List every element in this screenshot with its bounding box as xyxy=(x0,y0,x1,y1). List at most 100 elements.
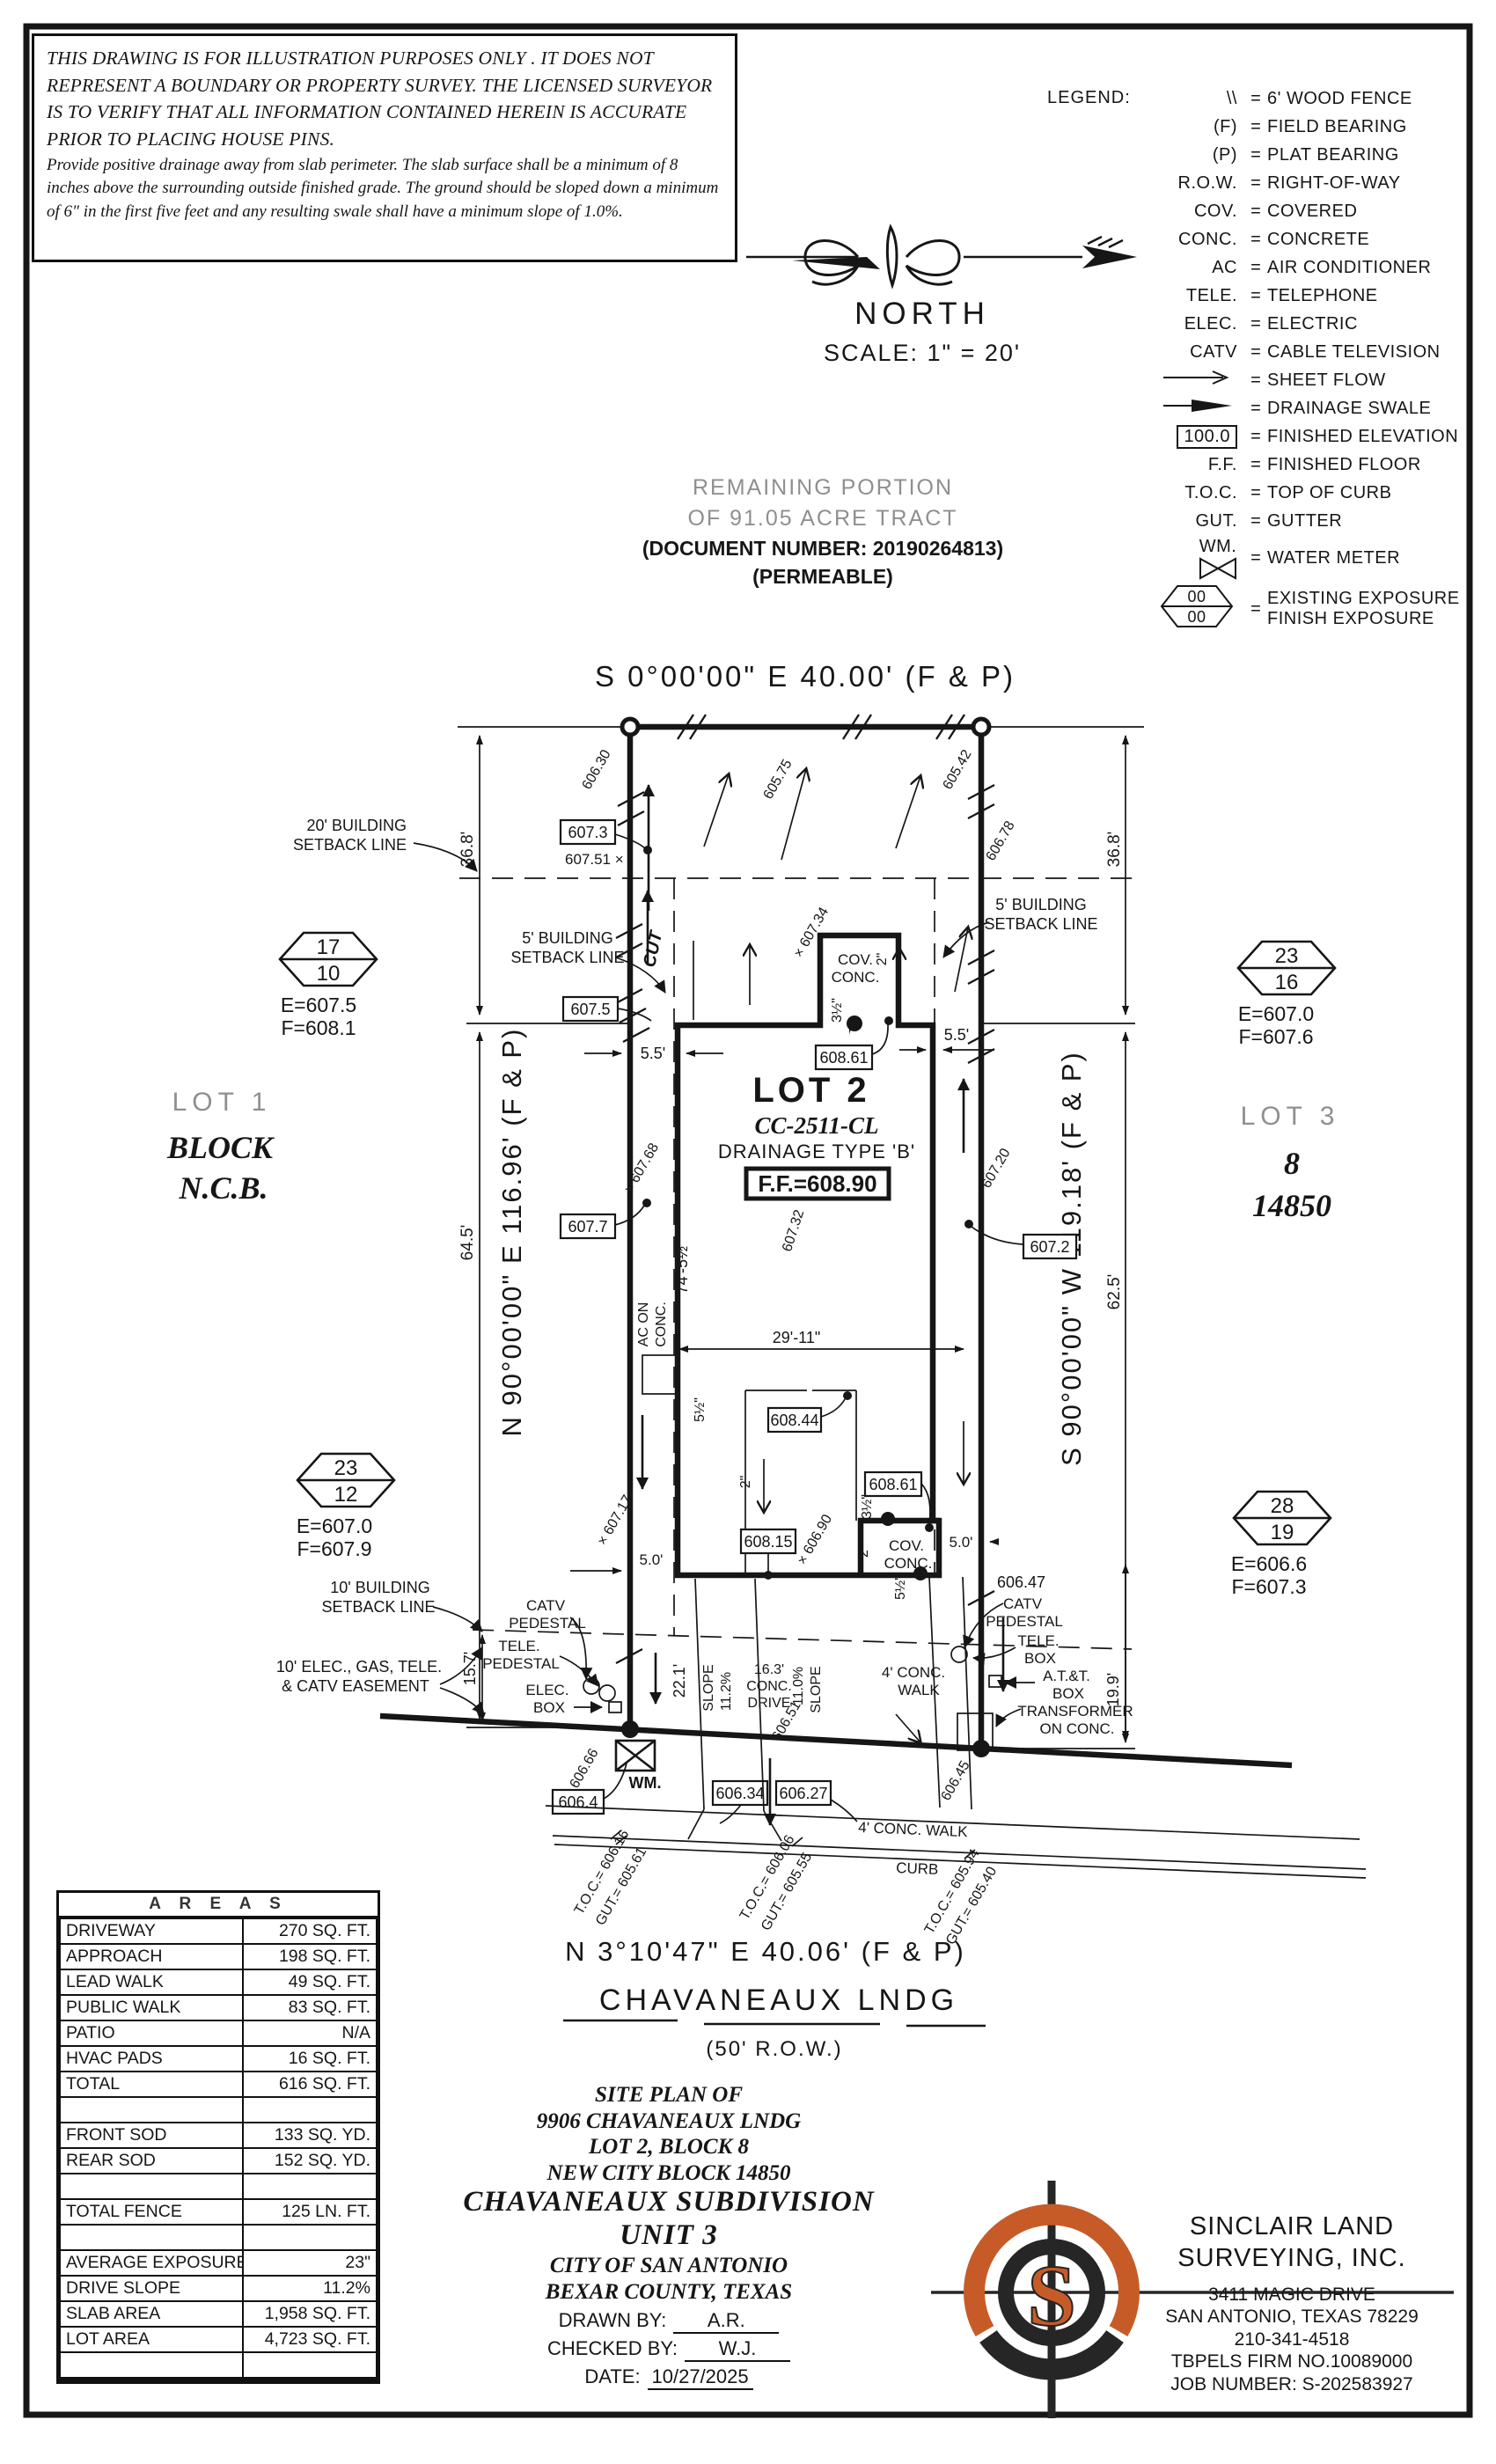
slope-label-1: SLOPE xyxy=(701,1664,716,1711)
ff-symbol: F.F. xyxy=(1207,454,1237,474)
table-row xyxy=(59,2173,378,2200)
area-value: 23" xyxy=(242,2249,378,2277)
hex1-top: 17 xyxy=(317,935,341,959)
spot-607-51: 607.51 × xyxy=(565,851,624,868)
areas-title: A R E A S xyxy=(59,1893,378,1918)
bearing-west-line: N 90°00'00" E 116.96' (F & P) xyxy=(496,1028,527,1437)
wood-fence-ticks xyxy=(615,714,995,1665)
toc-symbol: T.O.C. xyxy=(1184,482,1237,502)
area-label xyxy=(59,2096,244,2123)
area-value: 83 SQ. FT. xyxy=(242,1994,378,2021)
area-label: DRIVE SLOPE xyxy=(59,2275,244,2302)
left-utility-symbols xyxy=(559,1617,622,1713)
legend-row: ELEC.=ELECTRIC xyxy=(1116,310,1464,338)
area-label xyxy=(59,2224,244,2251)
water-meter-icon: WM. xyxy=(1199,537,1237,580)
ac-on-label: AC ON xyxy=(636,1302,651,1347)
legend-label: SHEET FLOW xyxy=(1267,370,1386,390)
dim-3half-top: 3½" xyxy=(830,998,845,1023)
transformer-2: ON CONC. xyxy=(1040,1720,1115,1737)
equals: = xyxy=(1250,547,1261,568)
equals: = xyxy=(1250,201,1261,221)
cut-note: CUT xyxy=(640,928,666,970)
bearing-south-line: N 3°10'47" E 40.06' (F & P) xyxy=(565,1936,966,1967)
area-value: 4,723 SQ. FT. xyxy=(242,2326,378,2353)
drawn-by-label: DRAWN BY: xyxy=(558,2308,667,2331)
equals: = xyxy=(1250,229,1261,249)
right-utility-symbols xyxy=(950,1602,1035,1751)
box-608-61-upper: 608.61 xyxy=(819,1049,868,1067)
slope-value-1: 11.2% xyxy=(719,1672,734,1711)
benchmark-hex-23-16: 23 16 E=607.0 F=607.6 xyxy=(1236,940,1337,1048)
hex1-finish: F=608.1 xyxy=(281,1016,356,1039)
public-walk-label: 4' CONC. WALK xyxy=(858,1819,969,1840)
legend-row: 100.0=FINISHED ELEVATION xyxy=(1116,422,1464,451)
spot-607-34: × 607.34 xyxy=(791,905,832,960)
equals: = xyxy=(1250,370,1261,390)
box-606-27: 606.27 xyxy=(779,1785,827,1802)
dim-3half-lower: 3½" xyxy=(860,1494,875,1519)
dim-2in-mid: 2" xyxy=(738,1476,753,1489)
company-address-2: SAN ANTONIO, TEXAS 78229 xyxy=(1165,2306,1419,2328)
att-label-2: BOX xyxy=(1052,1685,1084,1702)
equals: = xyxy=(1250,285,1261,305)
ac-conc-label: CONC. xyxy=(654,1302,669,1347)
hex2-existing: E=607.0 xyxy=(1238,1002,1314,1025)
setback10-label: 10' BUILDING SETBACK LINE xyxy=(321,1579,483,1632)
spot-607-32: 607.32 xyxy=(780,1208,807,1254)
hex1-bottom: 10 xyxy=(317,962,341,986)
drive-dim: 16.3' xyxy=(754,1662,784,1677)
table-row xyxy=(59,2351,378,2379)
drainage-swale-icon xyxy=(1116,398,1244,419)
legend-label: EXISTING EXPOSURE xyxy=(1267,589,1460,608)
area-label: HVAC PADS xyxy=(59,2045,244,2072)
legend-label: RIGHT-OF-WAY xyxy=(1267,172,1401,193)
legend-row: F.F.=FINISHED FLOOR xyxy=(1116,451,1464,479)
legend-row: CATV=CABLE TELEVISION xyxy=(1116,338,1464,366)
hex2-finish: F=607.6 xyxy=(1238,1025,1313,1048)
disclaimer-note: THIS DRAWING IS FOR ILLUSTRATION PURPOSE… xyxy=(32,33,737,262)
box-607-2: 607.2 xyxy=(1030,1238,1069,1256)
street-row: (50' R.O.W.) xyxy=(706,2037,842,2061)
area-label: PUBLIC WALK xyxy=(59,1994,244,2021)
checked-by-value: W.J. xyxy=(684,2337,790,2362)
drawn-by-value: A.R. xyxy=(673,2309,780,2334)
box-607-3: 607.3 xyxy=(568,824,607,841)
dim-5half-left: 5½" xyxy=(693,1397,708,1422)
logo-letter: S xyxy=(1027,2247,1076,2344)
area-label: PATIO xyxy=(59,2020,244,2047)
equals: = xyxy=(1250,88,1261,108)
setback10-line2: SETBACK LINE xyxy=(321,1598,435,1616)
wm-text: WM. xyxy=(1199,536,1237,556)
elec-left-1: ELEC. xyxy=(525,1682,568,1698)
tract-line1: REMAINING PORTION xyxy=(693,475,953,500)
area-value: 198 SQ. FT. xyxy=(242,1943,378,1970)
area-value: 49 SQ. FT. xyxy=(242,1969,378,1996)
date-value: 10/27/2025 xyxy=(647,2365,753,2390)
legend-label: GUTTER xyxy=(1267,510,1343,531)
equals: = xyxy=(1250,598,1261,619)
hex4-top: 28 xyxy=(1271,1494,1294,1518)
legend-label: WATER METER xyxy=(1267,547,1401,568)
area-value: 11.2% xyxy=(242,2275,378,2302)
box-608-61-lower: 608.61 xyxy=(869,1476,917,1493)
subdivision-name: CHAVANEAUX SUBDIVISION xyxy=(463,2186,875,2218)
company-address-1: 3411 MAGIC DRIVE xyxy=(1208,2284,1375,2305)
tele-right-1: TELE. xyxy=(1017,1632,1059,1649)
area-label xyxy=(59,2351,244,2379)
area-label: AVERAGE EXPOSURE xyxy=(59,2249,244,2277)
area-value xyxy=(242,2351,378,2379)
legend-label: CABLE TELEVISION xyxy=(1267,341,1441,362)
elec-left-2: BOX xyxy=(533,1699,565,1716)
dim-36-8-left: 36.8' xyxy=(458,832,477,868)
hex3-finish: F=607.9 xyxy=(297,1537,371,1560)
company-logo: S xyxy=(931,2181,1454,2418)
legend-label: FINISHED FLOOR xyxy=(1267,454,1421,474)
sheet-flow-icon xyxy=(1116,370,1244,391)
